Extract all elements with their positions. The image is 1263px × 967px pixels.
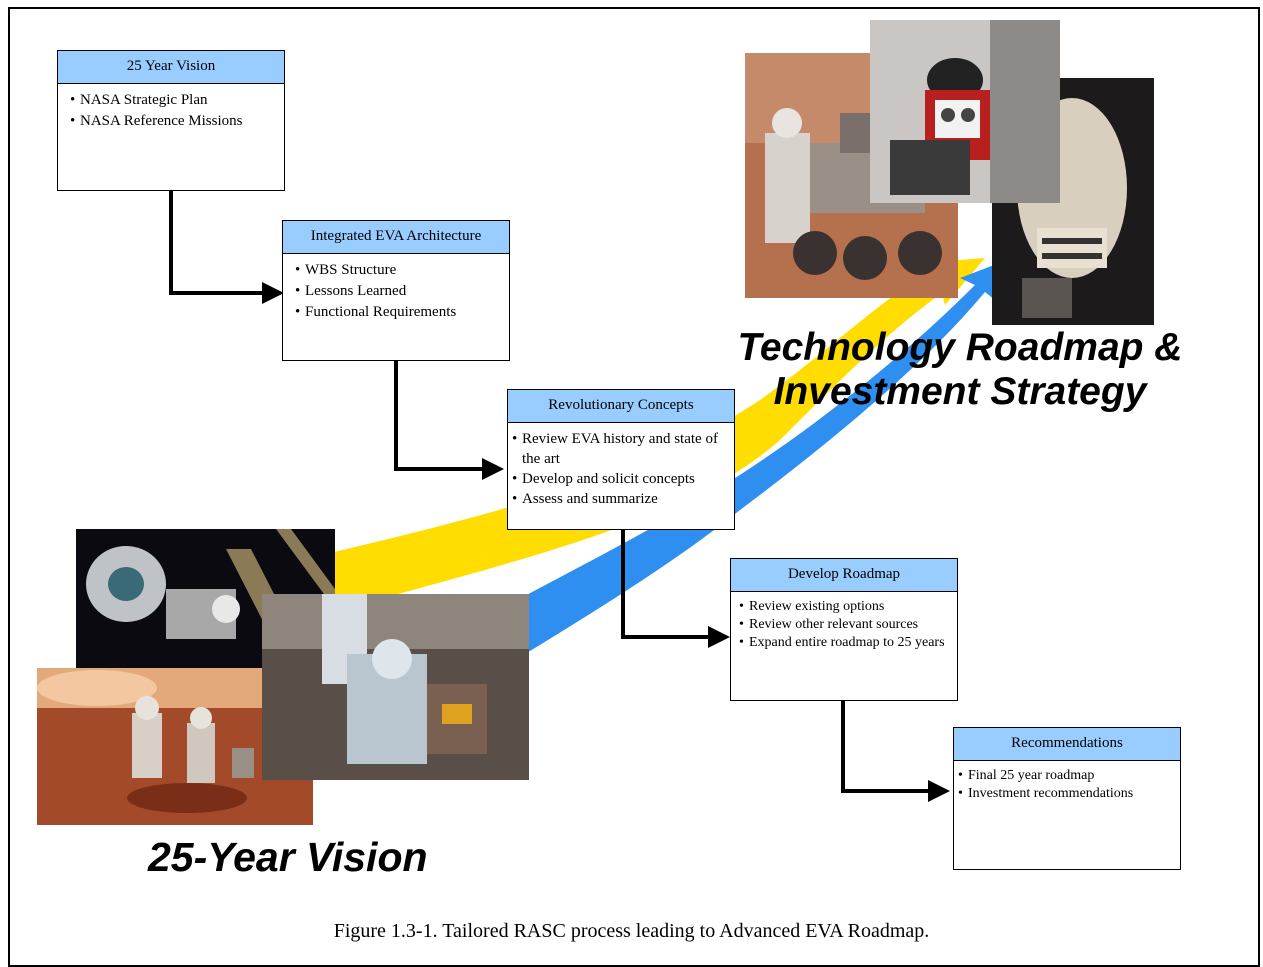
list-item: Final 25 year roadmap bbox=[958, 767, 1174, 785]
box-title: Revolutionary Concepts bbox=[508, 390, 734, 423]
box-integrated-eva-architecture: Integrated EVA Architecture WBS Structur… bbox=[282, 220, 510, 361]
list-item: Expand entire roadmap to 25 years bbox=[739, 634, 951, 652]
box-title: Integrated EVA Architecture bbox=[283, 221, 509, 254]
box-items: Review EVA history and state of the art … bbox=[508, 423, 734, 509]
tech-roadmap-title: Technology Roadmap & Investment Strategy bbox=[700, 326, 1220, 414]
list-item: Develop and solicit concepts bbox=[512, 469, 728, 489]
list-item: WBS Structure bbox=[295, 260, 503, 281]
tech-roadmap-title-line2: Investment Strategy bbox=[773, 370, 1147, 413]
list-item: Review other relevant sources bbox=[739, 616, 951, 634]
box-items: Final 25 year roadmap Investment recomme… bbox=[954, 761, 1180, 803]
list-item: Investment recommendations bbox=[958, 785, 1174, 803]
arrowheads bbox=[262, 282, 950, 802]
tech-roadmap-title-line1: Technology Roadmap & bbox=[737, 326, 1183, 369]
box-develop-roadmap: Develop Roadmap Review existing options … bbox=[730, 558, 958, 701]
box-revolutionary-concepts: Revolutionary Concepts Review EVA histor… bbox=[507, 389, 735, 530]
box-items: WBS Structure Lessons Learned Functional… bbox=[283, 254, 509, 323]
connectors bbox=[169, 190, 934, 793]
list-item: Review existing options bbox=[739, 598, 951, 616]
box-25-year-vision: 25 Year Vision NASA Strategic Plan NASA … bbox=[57, 50, 285, 191]
lunar-suit-photo bbox=[262, 594, 529, 780]
box-title: Recommendations bbox=[954, 728, 1180, 761]
box-items: Review existing options Review other rel… bbox=[731, 592, 957, 652]
list-item: Assess and summarize bbox=[512, 489, 728, 509]
box-recommendations: Recommendations Final 25 year roadmap In… bbox=[953, 727, 1181, 870]
list-item: NASA Reference Missions bbox=[70, 111, 278, 132]
list-item: NASA Strategic Plan bbox=[70, 90, 278, 111]
list-item: Functional Requirements bbox=[295, 302, 503, 323]
vision-title: 25-Year Vision bbox=[148, 834, 428, 880]
list-item: Review EVA history and state of the art bbox=[512, 429, 728, 469]
vr-suit-test-photo bbox=[870, 20, 1060, 203]
box-title: 25 Year Vision bbox=[58, 51, 284, 84]
box-items: NASA Strategic Plan NASA Reference Missi… bbox=[58, 84, 284, 132]
list-item: Lessons Learned bbox=[295, 281, 503, 302]
figure-caption: Figure 1.3-1. Tailored RASC process lead… bbox=[333, 920, 930, 942]
box-title: Develop Roadmap bbox=[731, 559, 957, 592]
yellow-arrow bbox=[300, 258, 985, 610]
